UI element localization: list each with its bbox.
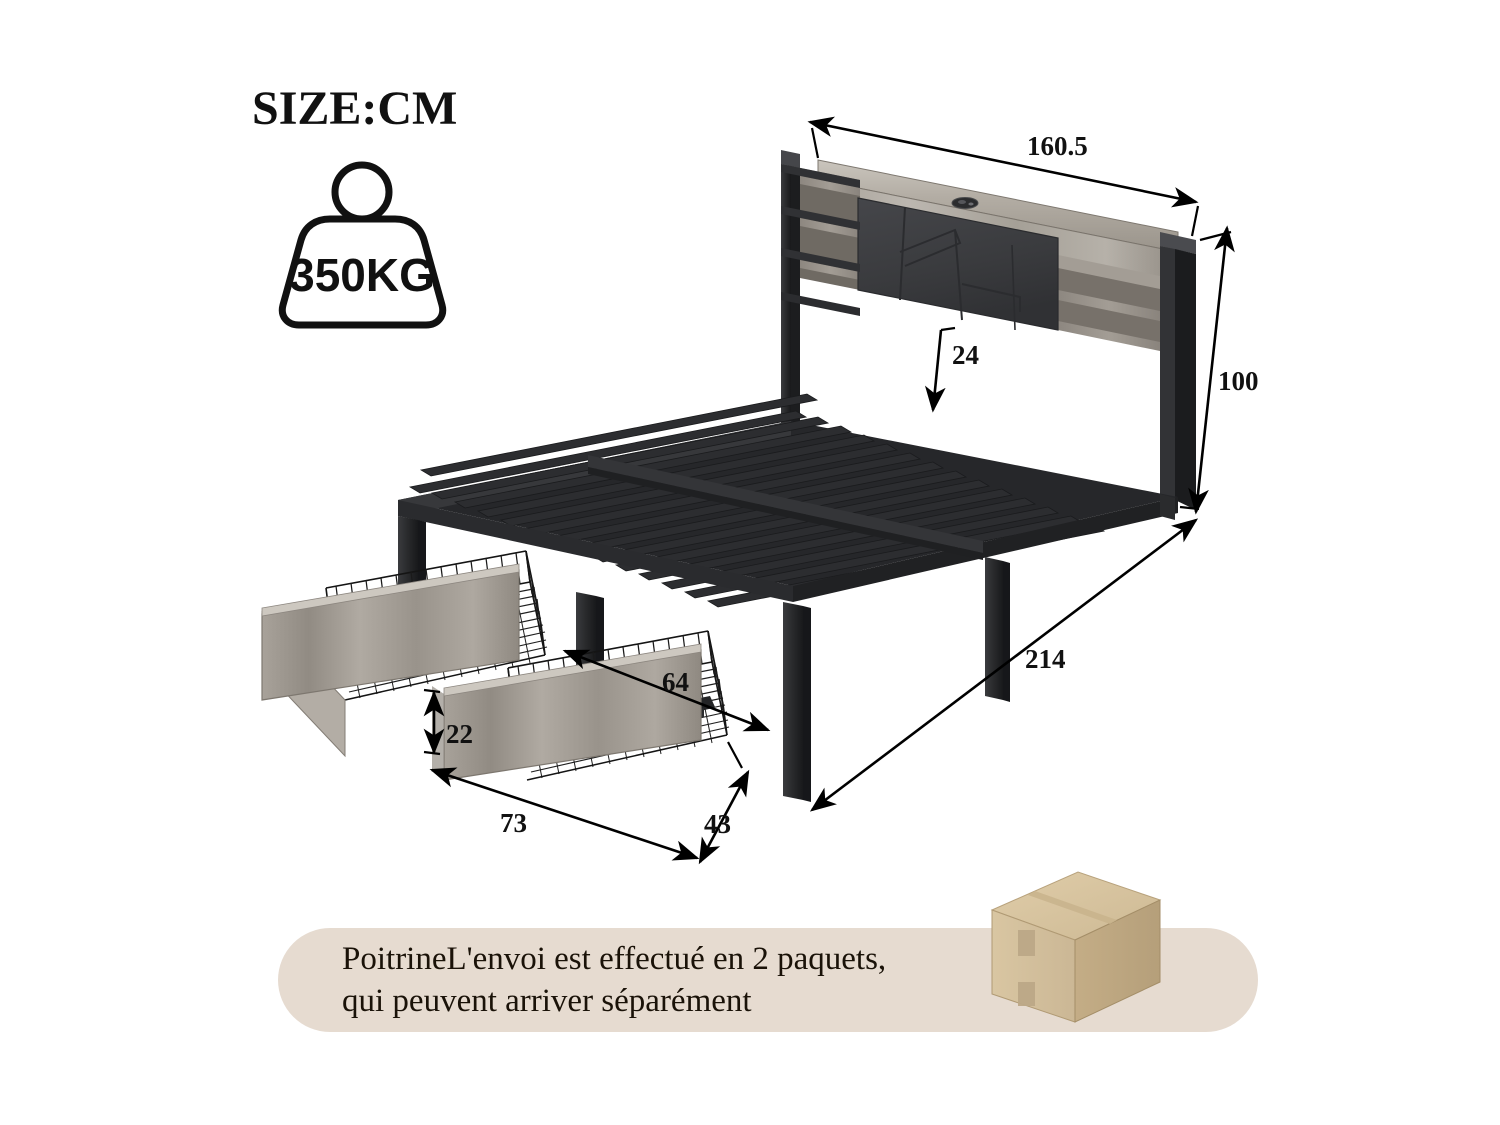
dim-line-drawer-depth-base [698,769,750,865]
power-outlet-icon [951,197,979,209]
banner-line-2: qui peuvent arriver séparément [342,983,752,1019]
bed-frame [398,150,1196,802]
dim-label-panel-height: 24 [952,340,979,370]
headboard-right-post [1160,232,1196,510]
cardboard-box-icon [990,871,1162,1023]
dim-label-headboard-height: 100 [1218,366,1259,396]
storage-drawers [261,550,730,781]
dim-label-drawer-width: 73 [500,808,527,838]
dim-label-drawer-depth-top: 64 [662,667,689,697]
dim-label-drawer-depth-base: 43 [704,809,731,839]
page-title: SIZE:CM [252,82,457,135]
dim-label-bed-length: 214 [1025,644,1066,674]
dim-label-drawer-height: 22 [446,719,473,749]
headboard-left-shelves [800,168,860,290]
dim-line-headboard-height [1188,225,1235,515]
drawer-1 [261,550,548,758]
upholstered-headboard-panel [857,197,1059,331]
dim-label-headboard-width: 160.5 [1027,131,1088,161]
headboard-bookcase [781,150,1196,510]
weight-label: 350KG [289,249,435,301]
banner-line-1: PoitrineL'envoi est effectué en 2 paquet… [342,941,886,977]
dim-line-panel-height [924,329,946,413]
dim-line-drawer-width [429,767,700,861]
weight-body-icon [278,215,447,329]
dim-line-headboard-width [807,116,1199,208]
dimension-annotations [423,116,1235,865]
weight-handle-icon [331,161,393,223]
headboard-right-shelves [1058,255,1160,351]
weight-badge: 350KG [278,161,447,329]
dim-line-bed-length [809,518,1199,812]
dim-line-drawer-depth-top [562,649,771,732]
